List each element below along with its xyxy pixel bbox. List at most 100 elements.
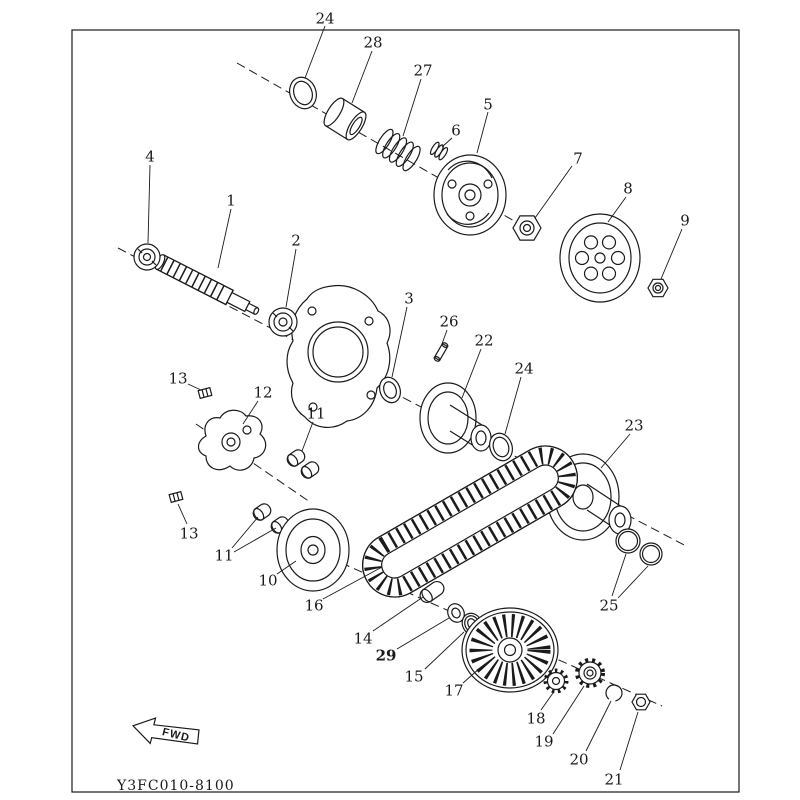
part-callout-11: 11	[306, 404, 325, 422]
diagram-code: Y3FC010-8100	[116, 778, 235, 794]
part-sliding-sheave-22	[419, 382, 492, 454]
part-bolt-26	[433, 342, 449, 362]
part-callout-8: 8	[623, 179, 633, 197]
part-callout-16: 16	[304, 596, 323, 614]
part-callout-25: 25	[599, 596, 618, 614]
callout-leader-5	[476, 111, 489, 154]
part-callout-26: 26	[439, 312, 458, 330]
part-callout-9: 9	[680, 211, 690, 229]
part-circlip-20	[605, 684, 623, 702]
part-slider-13-upper	[197, 386, 213, 400]
callout-leader-23	[600, 433, 631, 469]
callout-leader-29	[396, 617, 450, 650]
part-v-belt-16	[362, 445, 578, 598]
callout-leader-11	[231, 516, 259, 549]
callout-leader-12	[242, 400, 259, 425]
part-slider-13-lower	[168, 490, 184, 504]
callout-leader-11	[233, 527, 277, 553]
callout-leader-24	[304, 25, 326, 79]
callout-leader-1	[217, 208, 232, 269]
callout-leader-16	[322, 566, 383, 600]
callout-leader-8	[607, 196, 627, 223]
part-spring-6	[429, 141, 449, 161]
callout-leader-22	[461, 348, 482, 399]
part-clutch-carrier-5	[433, 154, 507, 236]
part-callout-3: 3	[404, 289, 414, 307]
callout-leader-9	[660, 228, 683, 280]
part-roller-11-b	[300, 461, 320, 479]
part-callout-24: 24	[315, 9, 334, 27]
part-washer-29	[447, 603, 465, 623]
callout-leader-19	[552, 685, 585, 735]
part-nut-21	[631, 693, 651, 711]
part-collar-28	[323, 97, 367, 141]
part-pinion-19	[575, 658, 605, 688]
part-callout-24: 24	[514, 359, 533, 377]
part-spacer-14	[419, 580, 445, 604]
part-bearing-2	[268, 307, 298, 337]
part-callout-10: 10	[258, 571, 277, 589]
callout-leader-7	[534, 165, 573, 219]
callout-leader-28	[351, 50, 373, 104]
part-nut-9	[647, 278, 669, 298]
part-callout-5: 5	[483, 95, 493, 113]
part-oil-seal-24-top	[289, 76, 317, 110]
part-roller-11-c	[252, 503, 272, 521]
part-nut-7	[512, 215, 542, 241]
axis-line-ramp	[195, 423, 311, 503]
part-callout-28: 28	[363, 33, 382, 51]
callout-leader-4	[147, 164, 151, 244]
part-ramp-plate-12	[197, 409, 267, 471]
part-callout-2: 2	[291, 231, 301, 249]
part-callout-11: 11	[214, 546, 233, 564]
callout-leader-14	[372, 596, 424, 632]
callout-leader-21	[619, 711, 639, 771]
part-callout-1: 1	[226, 191, 236, 209]
callout-leader-6	[441, 137, 453, 148]
callout-leader-13	[187, 383, 202, 391]
part-callout-7: 7	[573, 149, 583, 167]
part-callout-23: 23	[624, 416, 643, 434]
part-callout-21: 21	[604, 770, 623, 788]
part-callout-17: 17	[444, 681, 463, 699]
part-callout-19: 19	[534, 732, 553, 750]
part-washer-3	[379, 376, 401, 404]
callout-leader-26	[441, 329, 448, 345]
part-callout-12: 12	[253, 383, 272, 401]
callout-leader-27	[402, 78, 422, 137]
part-roller-11-a	[286, 449, 306, 467]
fwd-arrow: FWD	[131, 717, 200, 745]
callout-leader-24	[504, 376, 522, 435]
callout-leader-2	[285, 248, 297, 308]
part-callout-27: 27	[413, 61, 432, 79]
part-clutch-housing-8	[559, 213, 641, 303]
part-crankcase-gasket	[286, 284, 391, 428]
callout-layer: 2428275641278932622241312112313111016142…	[145, 9, 690, 788]
part-callout-15: 15	[404, 667, 423, 685]
part-callout-13: 13	[168, 369, 187, 387]
part-o-rings-25	[615, 528, 663, 566]
part-callout-4: 4	[145, 147, 155, 165]
callout-leader-25	[617, 565, 649, 599]
part-drive-shaft-1	[154, 254, 260, 315]
callout-leader-3	[391, 306, 408, 378]
part-fan-sheave-17	[461, 607, 559, 693]
part-callout-13: 13	[179, 524, 198, 542]
callout-leader-25	[611, 553, 627, 597]
callout-leader-15	[424, 631, 465, 670]
part-callout-20: 20	[569, 750, 588, 768]
part-callout-22: 22	[474, 331, 493, 349]
part-spring-27	[375, 128, 421, 172]
callout-leader-13	[177, 503, 188, 525]
callout-leader-10	[276, 560, 297, 575]
part-bearing-4	[133, 243, 161, 271]
part-drive-face-10	[276, 508, 350, 592]
callout-leader-20	[585, 700, 612, 752]
part-oil-seal-24-mid	[489, 432, 513, 462]
callout-leader-17	[462, 667, 481, 684]
part-gear-18	[543, 668, 569, 694]
part-callout-18: 18	[526, 709, 545, 727]
callout-leader-18	[540, 692, 554, 711]
